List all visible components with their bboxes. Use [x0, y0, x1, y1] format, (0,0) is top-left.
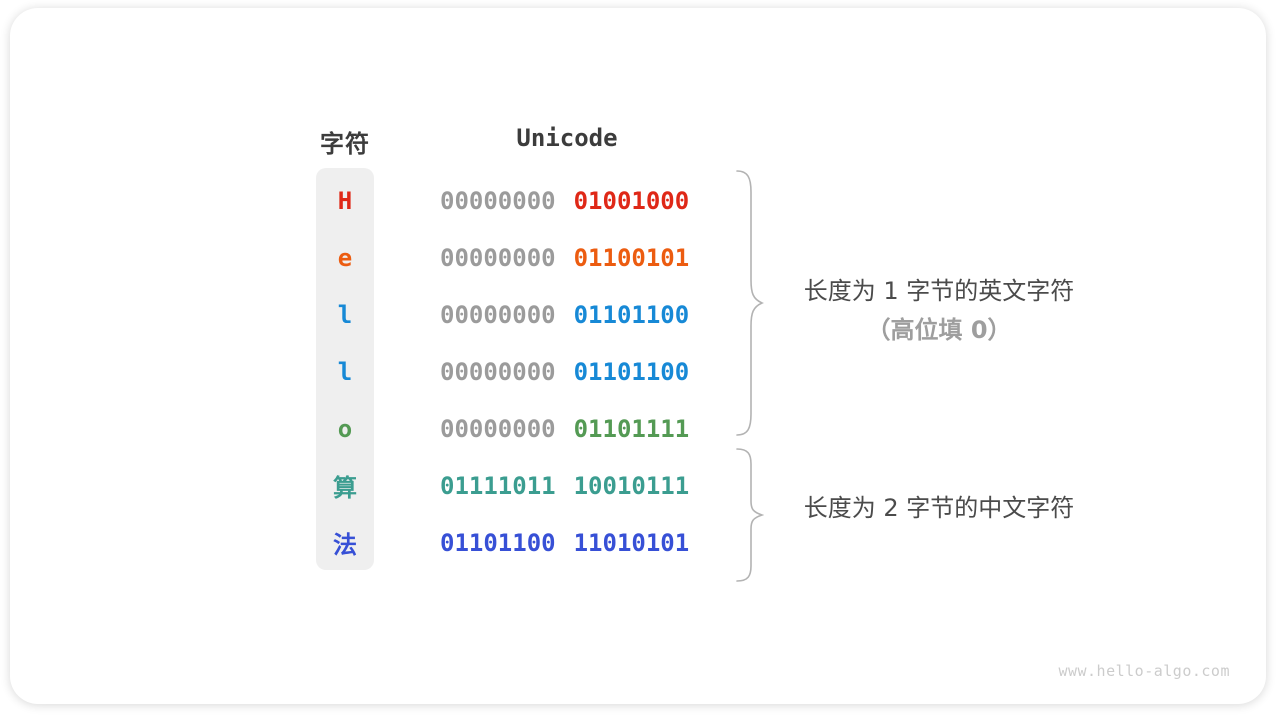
- character-cell: 法: [333, 531, 357, 559]
- binary-cell: 00000000 01001000: [440, 187, 689, 215]
- binary-low-byte: 11010101: [573, 528, 690, 557]
- character-cell: 算: [333, 474, 357, 502]
- binary-low-byte: 10010111: [573, 471, 690, 500]
- table-row: l 00000000 01101100: [10, 343, 770, 400]
- binary-high-byte: 00000000: [440, 300, 556, 329]
- binary-high-byte: 01111011: [440, 471, 556, 500]
- binary-high-byte: 01101100: [440, 528, 556, 557]
- annotation-english-line2: （高位填 0）: [866, 316, 1012, 344]
- binary-low-byte: 01101100: [573, 357, 690, 386]
- annotation-english-line1: 长度为 1 字节的英文字符: [803, 277, 1075, 305]
- table-row: o 00000000 01101111: [10, 400, 770, 457]
- column-header-unicode: Unicode: [516, 124, 618, 152]
- binary-high-byte: 00000000: [440, 243, 556, 272]
- column-header-char: 字符: [320, 130, 370, 158]
- annotation-english: 长度为 1 字节的英文字符 （高位填 0）: [738, 272, 1140, 350]
- binary-cell: 00000000 01101100: [440, 301, 689, 329]
- binary-low-byte: 01001000: [573, 186, 690, 215]
- binary-high-byte: 00000000: [440, 414, 556, 443]
- character-cell: H: [337, 186, 353, 215]
- diagram-card: 字符 Unicode H 00000000 01001000 e 00000000…: [10, 8, 1266, 704]
- character-cell: l: [337, 300, 353, 329]
- binary-cell: 00000000 01101100: [440, 358, 689, 386]
- annotation-chinese: 长度为 2 字节的中文字符: [738, 489, 1140, 528]
- binary-high-byte: 00000000: [440, 357, 556, 386]
- character-cell: e: [337, 243, 353, 272]
- brace-chinese-bytes: [736, 448, 764, 582]
- binary-low-byte: 01100101: [573, 243, 690, 272]
- table-row: l 00000000 01101100: [10, 286, 770, 343]
- table-row: 法 01101100 11010101: [10, 514, 770, 571]
- char-column-background: [316, 168, 374, 570]
- binary-cell: 00000000 01101111: [440, 415, 689, 443]
- binary-low-byte: 01101111: [573, 414, 690, 443]
- table-row: H 00000000 01001000: [10, 172, 770, 229]
- binary-low-byte: 01101100: [573, 300, 690, 329]
- binary-high-byte: 00000000: [440, 186, 556, 215]
- brace-english-bytes: [736, 170, 764, 436]
- binary-cell: 00000000 01100101: [440, 244, 689, 272]
- table-row: e 00000000 01100101: [10, 229, 770, 286]
- watermark: www.hello-algo.com: [1058, 662, 1230, 680]
- character-cell: o: [337, 414, 353, 443]
- binary-cell: 01111011 10010111: [440, 472, 689, 500]
- annotation-chinese-line1: 长度为 2 字节的中文字符: [803, 494, 1075, 522]
- table-row: 算 01111011 10010111: [10, 457, 770, 514]
- character-cell: l: [337, 357, 353, 386]
- binary-cell: 01101100 11010101: [440, 529, 689, 557]
